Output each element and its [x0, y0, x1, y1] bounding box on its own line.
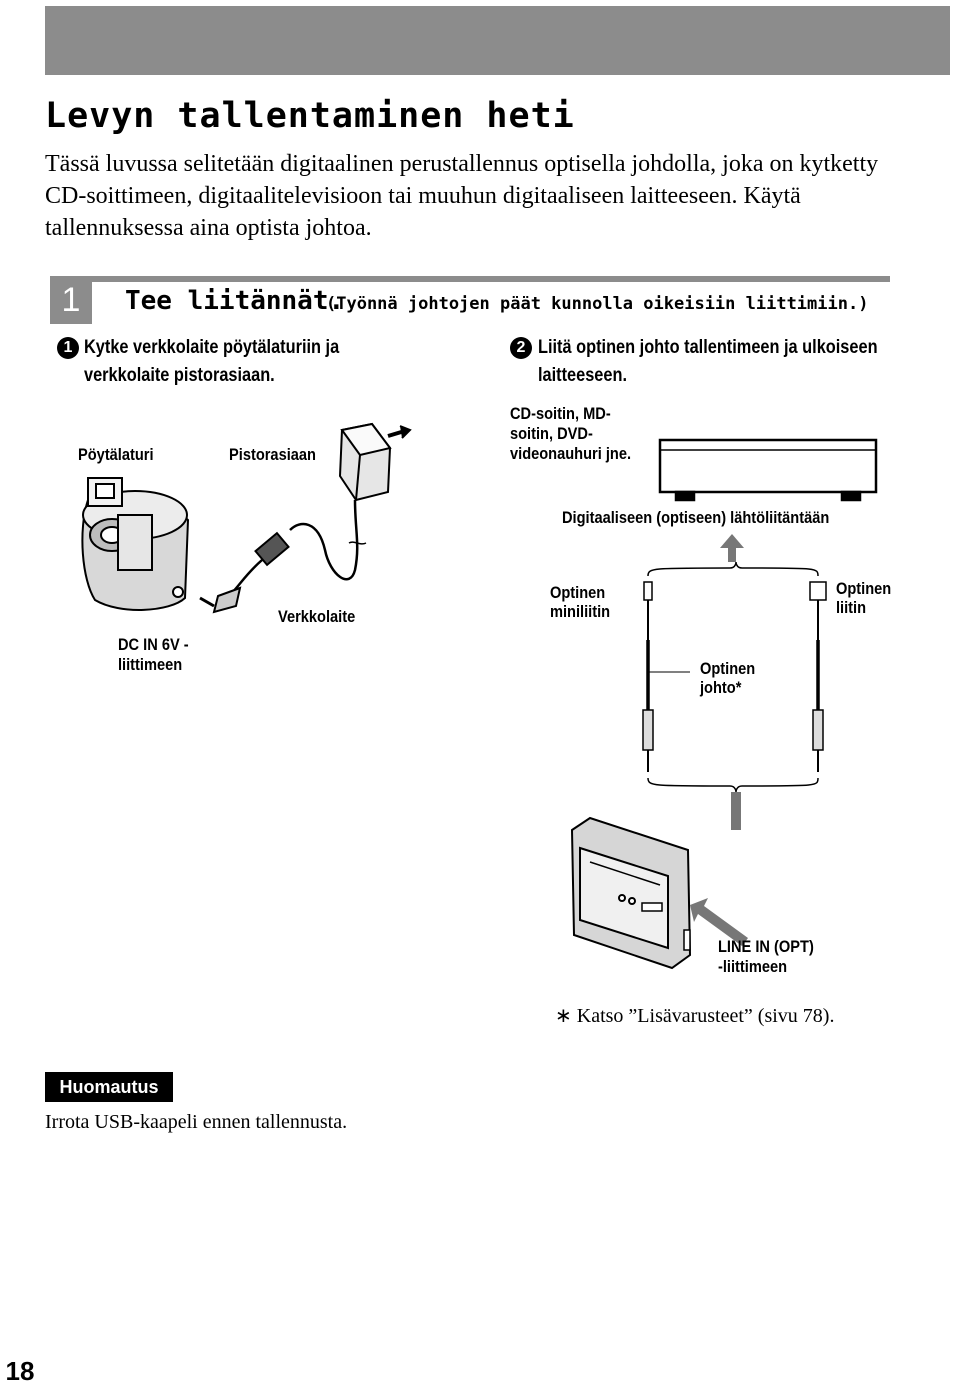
- label-cable-1: Optinen: [700, 659, 756, 678]
- substep-marker-2: 2: [510, 337, 532, 359]
- label-adapter: Verkkolaite: [278, 607, 356, 626]
- note-text: Irrota USB-kaapeli ennen tallennusta.: [45, 1111, 348, 1133]
- step-note: (Työnnä johtojen päät kunnolla oikeisiin…: [326, 294, 869, 314]
- step-title: Tee liitännät.: [125, 286, 345, 316]
- label-cable-2: johto*: [700, 678, 742, 697]
- label-line-in-2: -liittimeen: [718, 957, 788, 976]
- minidisc-recorder-illustration: [570, 816, 692, 970]
- charger-illustration: [81, 477, 190, 611]
- substep-text-1: Kytke verkkolaite pöytälaturiin ja verkk…: [84, 337, 340, 386]
- label-source-1: CD-soitin, MD-: [510, 404, 611, 423]
- label-digital-out: Digitaaliseen (optiseen) lähtöliitäntään: [562, 508, 830, 527]
- header-bar: [45, 6, 950, 75]
- intro-paragraph: Tässä luvussa selitetään digitaalinen pe…: [45, 151, 879, 241]
- arrow-up-icon: [720, 534, 744, 562]
- source-device-illustration: [658, 438, 878, 502]
- step-rule: [90, 276, 890, 282]
- label-square-plug-2: liitin: [836, 598, 867, 617]
- label-dc-in-2: liittimeen: [118, 655, 183, 674]
- label-dc-in-1: DC IN 6V -: [118, 635, 189, 654]
- label-line-in-1: LINE IN (OPT): [718, 937, 814, 956]
- substep-text-2: Liitä optinen johto tallentimeen ja ulko…: [538, 337, 878, 386]
- label-source-3: videonauhuri jne.: [510, 444, 632, 463]
- ac-adapter-illustration: [199, 422, 412, 614]
- note-badge: Huomautus: [45, 1072, 173, 1102]
- label-mini-plug-1: Optinen: [550, 583, 606, 602]
- label-charger: Pöytälaturi: [78, 445, 154, 464]
- footnote: ∗ Katso ”Lisävarusteet” (sivu 78).: [555, 1005, 835, 1027]
- page-title: Levyn tallentaminen heti: [45, 96, 575, 136]
- label-square-plug-1: Optinen: [836, 579, 892, 598]
- label-source-2: soitin, DVD-: [510, 424, 593, 443]
- optical-cable-illustration: [642, 581, 827, 772]
- page-number: 18: [5, 1356, 35, 1386]
- step-number-badge: 1: [50, 276, 92, 324]
- label-mini-plug-2: miniliitin: [550, 602, 611, 621]
- substep-marker-1: 1: [57, 337, 79, 359]
- label-outlet: Pistorasiaan: [229, 445, 316, 464]
- arrow-left-icon: [690, 898, 748, 946]
